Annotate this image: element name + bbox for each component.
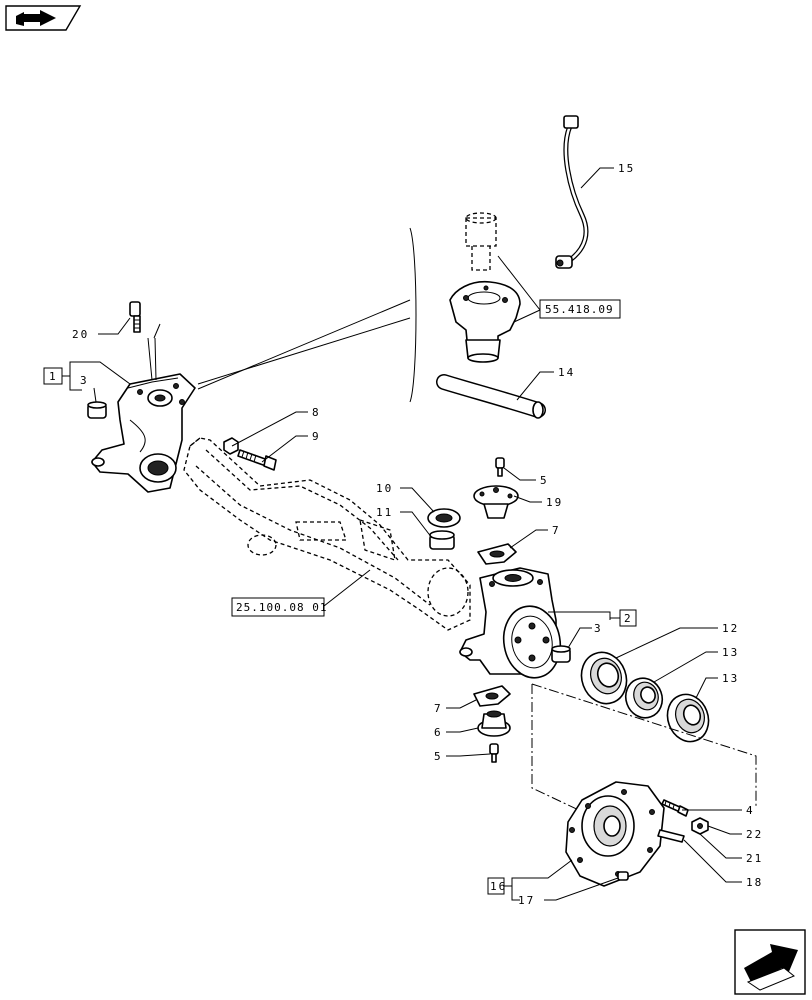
tube-14: [436, 374, 546, 419]
next-page-arrow-icon[interactable]: [734, 929, 806, 995]
label-5-top: 5: [540, 474, 549, 487]
label-11: 11: [376, 506, 393, 519]
pin-18: [657, 829, 685, 843]
label-20: 20: [72, 328, 89, 341]
axle-beam-ghost: [183, 437, 471, 631]
bolt-9: [237, 449, 277, 471]
label-15: 15: [618, 162, 635, 175]
label-12: 12: [722, 622, 739, 635]
kingpin-housing-detail: [449, 212, 521, 363]
grease-nipple-5-bottom: [489, 743, 499, 763]
plug-17: [617, 871, 629, 881]
shim-7-bottom: [473, 685, 511, 707]
bushing-3-left: [87, 401, 107, 419]
label-16[interactable]: 16: [490, 880, 507, 893]
label-8: 8: [312, 406, 321, 419]
cap-6: [477, 710, 511, 737]
grease-nipple-20: [129, 301, 141, 333]
label-18: 18: [746, 876, 763, 889]
label-21: 21: [746, 852, 763, 865]
grease-nipple-5-top: [495, 457, 505, 477]
label-9: 9: [312, 430, 321, 443]
right-steering-knuckle: [459, 567, 562, 679]
bearing-13b: [666, 693, 710, 743]
label-4: 4: [746, 804, 755, 817]
label-1[interactable]: 1: [49, 370, 58, 383]
bushing-3-right: [551, 645, 571, 663]
shim-7-top: [477, 543, 517, 565]
left-steering-knuckle: [91, 373, 196, 493]
label-7-top: 7: [552, 524, 561, 537]
ref-box-top[interactable]: [539, 299, 621, 319]
ref-axle-label[interactable]: 25.100.08 01: [236, 601, 327, 614]
seal-10: [427, 508, 461, 528]
label-14: 14: [558, 366, 575, 379]
ref-box-axle[interactable]: [231, 597, 325, 617]
ref-top-label[interactable]: 55.418.09: [545, 303, 614, 316]
label-7-bottom: 7: [434, 702, 443, 715]
brake-hose-15: [555, 115, 589, 269]
label-5-bottom: 5: [434, 750, 443, 763]
label-13b: 13: [722, 672, 739, 685]
nut-8: [223, 437, 239, 455]
label-6: 6: [434, 726, 443, 739]
screw-4: [661, 799, 689, 817]
seal-12: [580, 651, 628, 705]
label-3-left: 3: [80, 374, 89, 387]
hub-carrier-16: [565, 781, 665, 887]
cap-19: [473, 485, 519, 519]
bushing-11: [429, 530, 455, 550]
bearing-13a: [624, 677, 664, 719]
label-17: 17: [518, 894, 535, 907]
book-arrow-icon[interactable]: [5, 5, 82, 31]
nut-22: [691, 817, 709, 835]
label-3-right: 3: [594, 622, 603, 635]
label-19: 19: [546, 496, 563, 509]
label-13a: 13: [722, 646, 739, 659]
label-2[interactable]: 2: [624, 612, 633, 625]
label-10: 10: [376, 482, 393, 495]
label-22: 22: [746, 828, 763, 841]
